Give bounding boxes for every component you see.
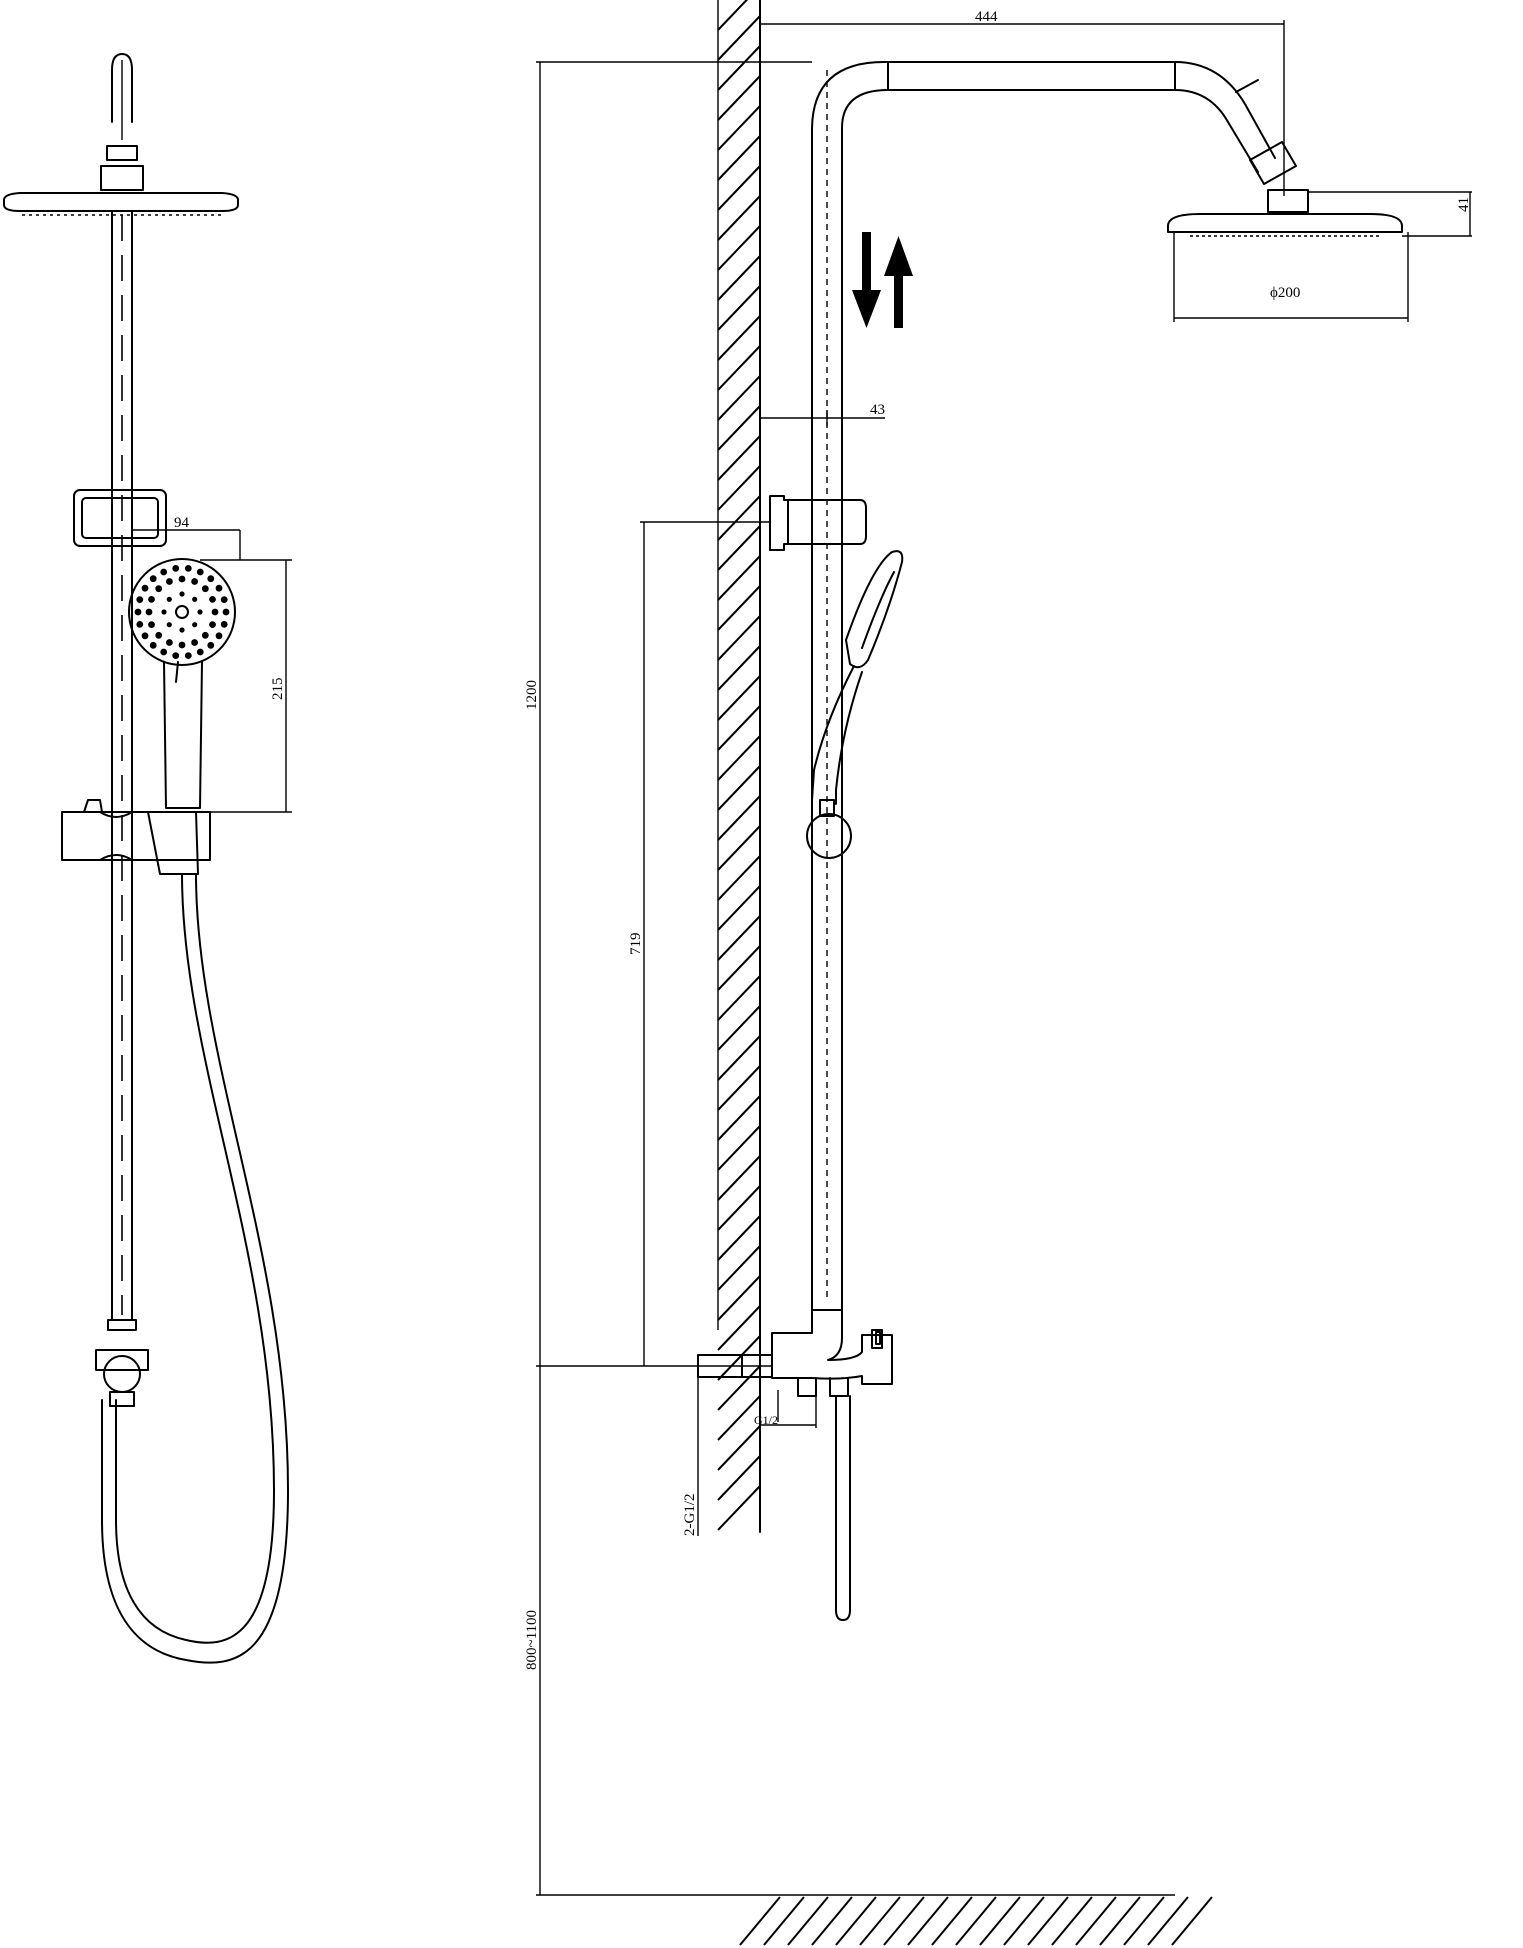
side-wall-bracket <box>769 495 867 551</box>
dim-800-1100-label: 800~1100 <box>524 1610 540 1670</box>
front-slider-button <box>83 799 103 813</box>
front-slider <box>61 811 211 861</box>
side-hand-shower-handle <box>811 665 863 805</box>
side-rail-arm-outer <box>811 61 1276 1311</box>
front-hose <box>115 873 275 1644</box>
front-valve-collar <box>107 1319 137 1331</box>
side-head-connector <box>1267 189 1309 213</box>
front-slider-grip <box>99 811 133 861</box>
side-rain-head <box>1167 213 1403 233</box>
front-view: 94 215 <box>3 53 292 1664</box>
front-hose-outer <box>101 873 289 1664</box>
wall-hatching <box>717 0 761 1531</box>
side-inlet-1 <box>797 1377 817 1397</box>
dim-41-label: 41 <box>1456 197 1472 212</box>
front-valve-outlet <box>109 1391 135 1407</box>
front-rail-bracket <box>73 489 167 547</box>
front-slider-hose-holder <box>147 811 199 875</box>
side-hand-shower-neck <box>819 799 835 817</box>
side-valve-lever-inner <box>875 1331 881 1345</box>
side-valve-body <box>771 1309 893 1385</box>
floor-hatching <box>739 1896 1213 1946</box>
front-hand-shower-nozzles <box>134 565 230 659</box>
side-hand-shower-head <box>845 550 904 669</box>
dim-215-label: 215 <box>270 678 286 701</box>
side-valve-lever <box>871 1329 883 1349</box>
front-head-connector <box>100 165 144 191</box>
front-shower-head <box>3 192 239 212</box>
front-valve-body <box>103 1355 141 1393</box>
front-hand-shower-lever <box>175 661 179 683</box>
side-inlet-2 <box>829 1377 849 1397</box>
side-arm-joint-3 <box>1235 79 1259 93</box>
side-rail-arm-inner <box>841 89 1259 1311</box>
dim-g12-label: G1/2 <box>754 1413 778 1427</box>
dim-2g12-label: 2-G1/2 <box>682 1494 698 1537</box>
dim-719-label: 719 <box>628 933 644 956</box>
front-valve-housing <box>95 1349 149 1371</box>
up-down-arrows-icon <box>852 232 913 328</box>
dim-43-label: 43 <box>870 402 885 418</box>
dim-200-label: ϕ200 <box>1270 285 1300 301</box>
side-view: 444 41 ϕ200 43 <box>524 0 1472 1946</box>
dim-94-label: 94 <box>174 515 190 531</box>
front-arm-stub <box>111 53 133 123</box>
dim-444-label: 444 <box>975 9 998 25</box>
side-head-swivel <box>1249 141 1297 185</box>
front-head-nut <box>106 145 138 161</box>
front-hand-shower-face <box>128 558 236 666</box>
side-hose-down <box>835 1395 851 1621</box>
side-slider-knob <box>806 813 852 859</box>
side-hand-shower-face <box>861 571 895 649</box>
front-hand-shower-handle <box>163 661 203 809</box>
front-rail-bracket-inner <box>81 497 159 539</box>
dim-1200-label: 1200 <box>524 680 540 710</box>
